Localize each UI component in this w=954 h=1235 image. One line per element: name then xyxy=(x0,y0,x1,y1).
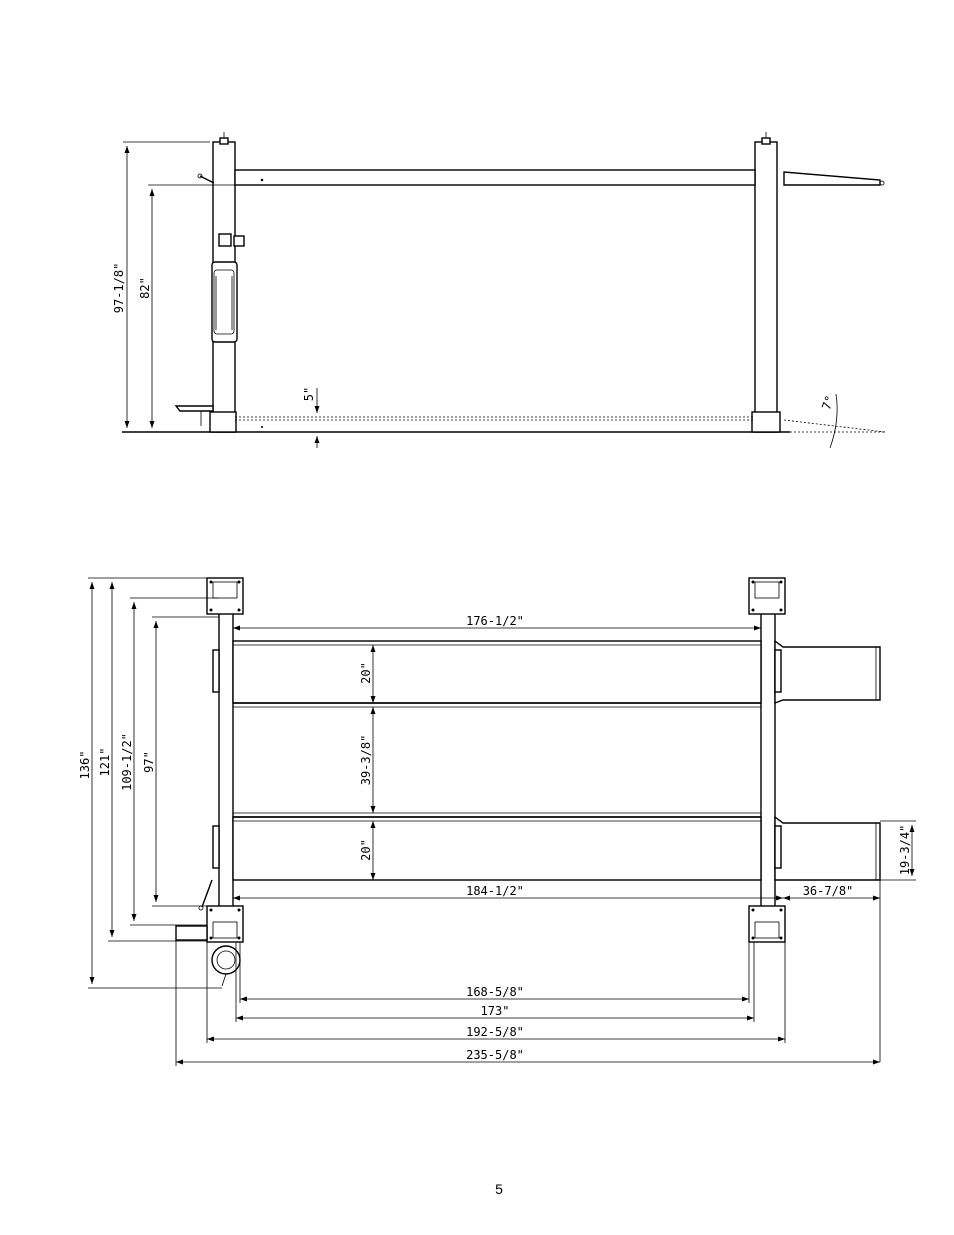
dim-235-5-8: 235-5/8" xyxy=(466,1048,524,1062)
left-crossbeam xyxy=(218,597,234,909)
dim-97-1-8: 97-1/8" xyxy=(112,263,126,314)
dim-20-top: 20" xyxy=(359,662,373,684)
ramp-bottom xyxy=(774,815,881,881)
dim-19-3-4: 19-3/4" xyxy=(898,825,912,876)
dim-121: 121" xyxy=(98,748,112,777)
dim-184-1-2: 184-1/2" xyxy=(466,884,524,898)
runway-bottom xyxy=(232,816,762,881)
right-post xyxy=(751,132,781,433)
dim-39-3-8: 39-3/8" xyxy=(359,735,373,786)
post-top-right xyxy=(748,577,786,615)
top-view: 176-1/2" 20" 39-3/8" 20" 184-1/2" 36-7/8… xyxy=(78,577,916,1066)
side-view: 97-1/8" 82" 5" 7° xyxy=(112,132,886,449)
dim-168-5-8: 168-5/8" xyxy=(466,985,524,999)
dim-109-1-2: 109-1/2" xyxy=(120,733,134,791)
power-unit xyxy=(211,261,238,343)
dim-20-bottom: 20" xyxy=(359,839,373,861)
page-number: 5 xyxy=(495,1181,503,1197)
post-bottom-right xyxy=(748,905,786,943)
dim-176-1-2: 176-1/2" xyxy=(466,614,524,628)
left-post xyxy=(174,132,245,433)
dim-36-7-8: 36-7/8" xyxy=(803,884,854,898)
post-top-left xyxy=(206,577,244,615)
dim-82: 82" xyxy=(138,277,152,299)
dim-173: 173" xyxy=(481,1004,510,1018)
dim-192-5-8: 192-5/8" xyxy=(466,1025,524,1039)
dim-5: 5" xyxy=(302,387,316,401)
runway-top xyxy=(232,640,762,704)
control-box xyxy=(218,233,232,247)
dim-7-degree: 7° xyxy=(819,393,837,411)
ramp-top xyxy=(774,639,881,705)
dim-97: 97" xyxy=(142,751,156,773)
runway-side xyxy=(234,169,885,186)
dim-136: 136" xyxy=(78,751,92,780)
right-crossbeam xyxy=(760,597,776,909)
